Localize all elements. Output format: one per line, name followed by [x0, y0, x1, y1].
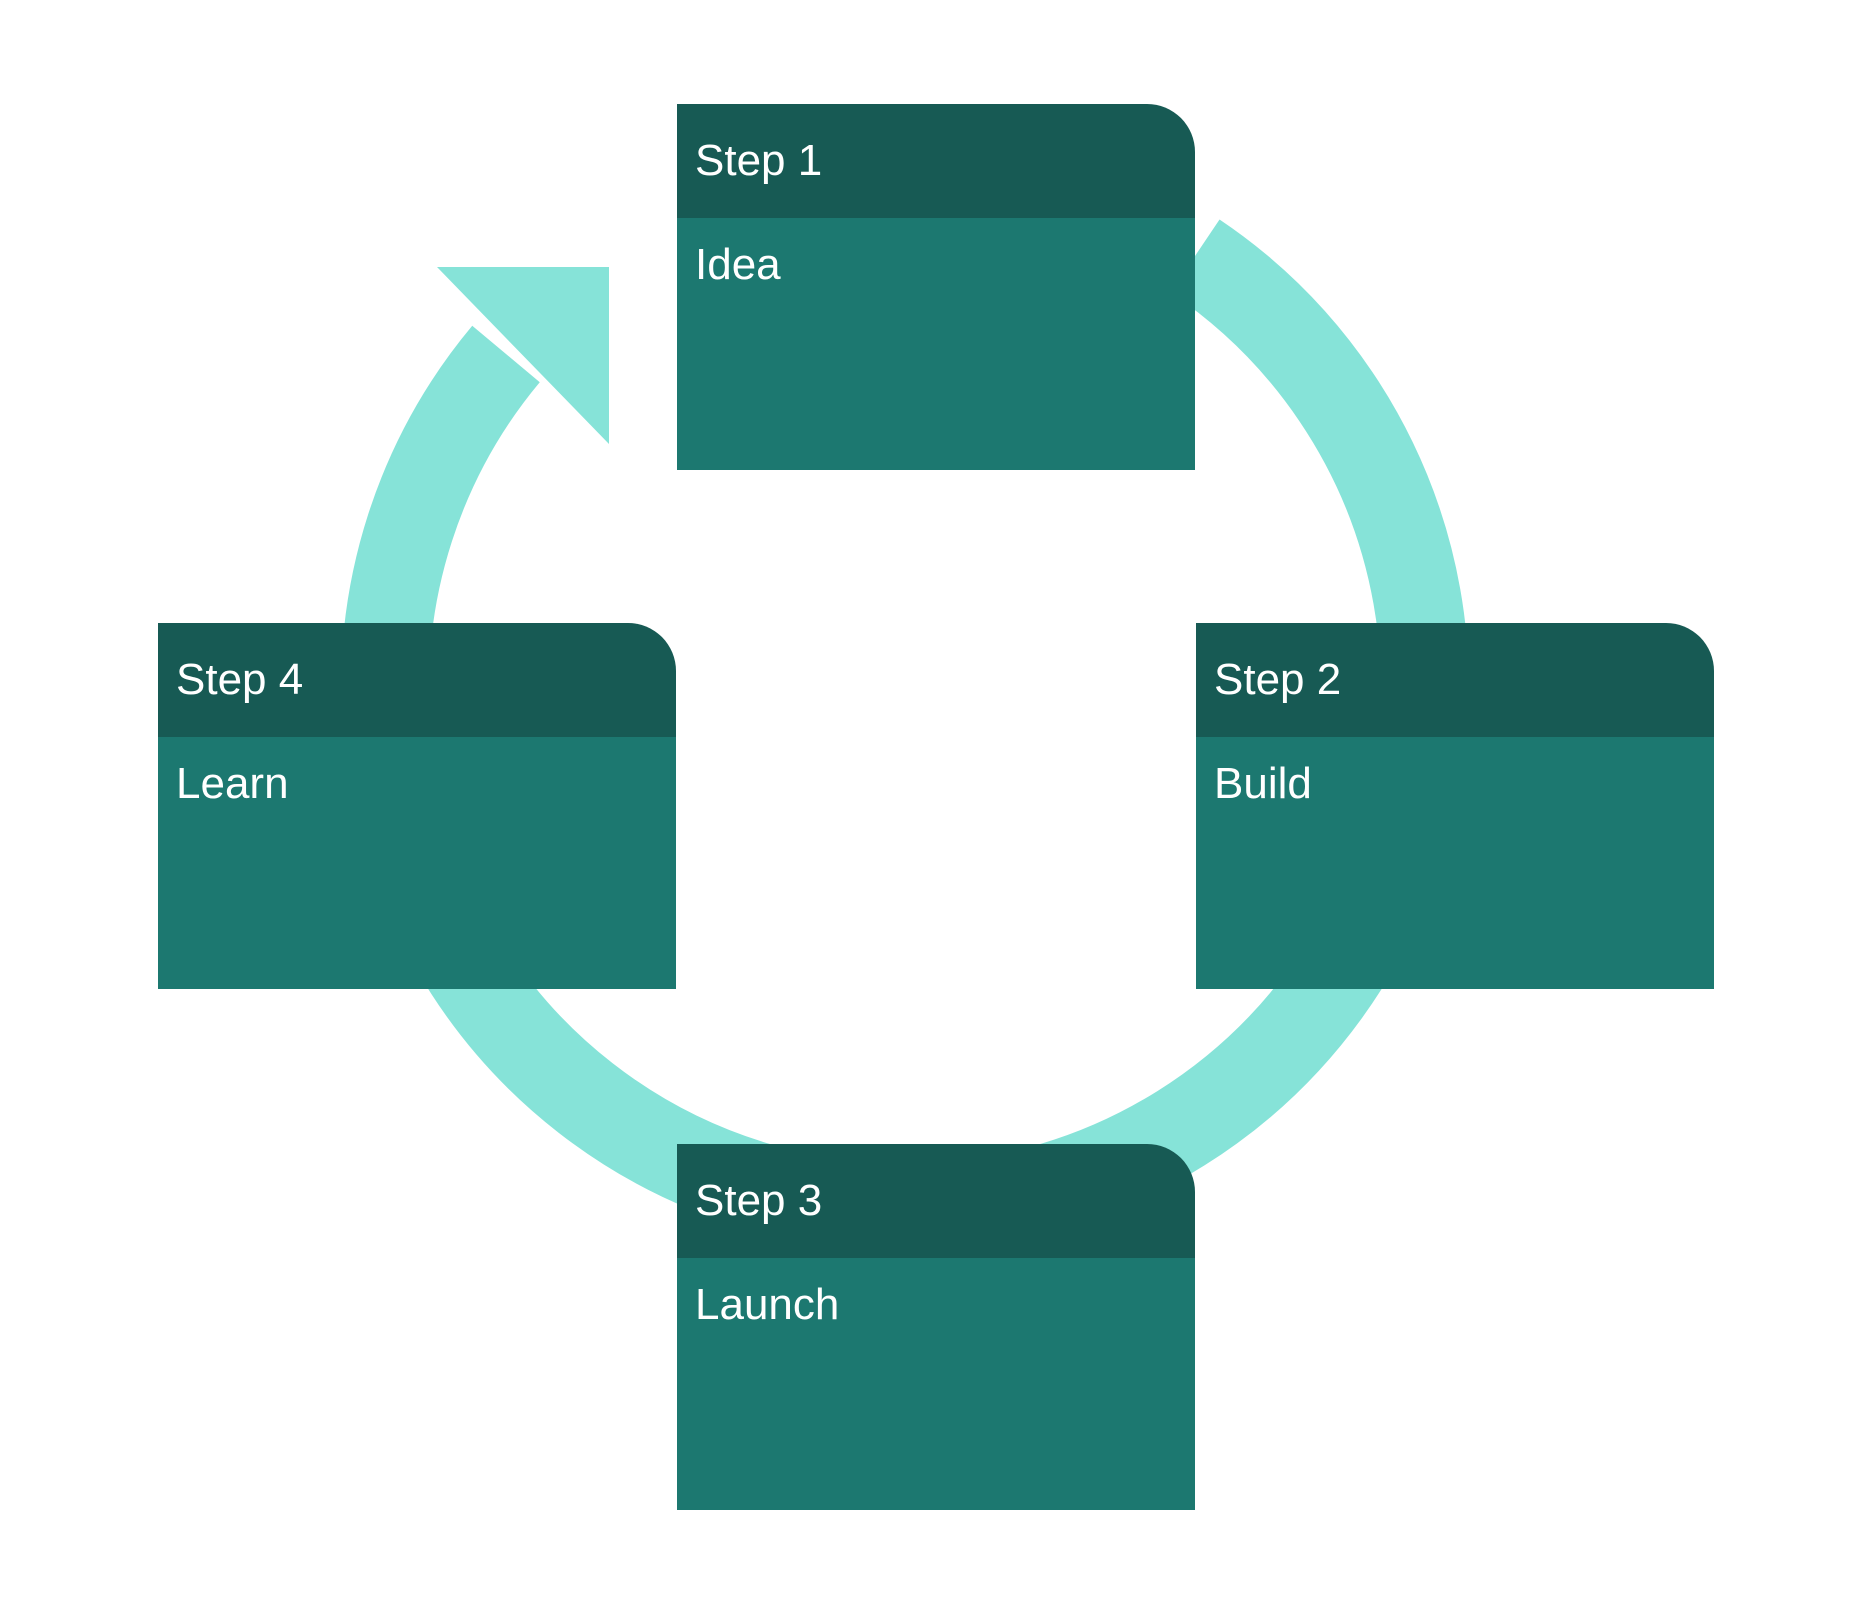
step-card-3: Step 3 Launch	[677, 1144, 1195, 1510]
step-3-label: Launch	[677, 1258, 1195, 1510]
step-3-title: Step 3	[677, 1144, 1195, 1258]
step-4-label: Learn	[158, 737, 676, 989]
step-card-4: Step 4 Learn	[158, 623, 676, 989]
cycle-arrow-head	[437, 267, 609, 444]
step-2-title: Step 2	[1196, 623, 1714, 737]
step-card-1: Step 1 Idea	[677, 104, 1195, 470]
step-1-title: Step 1	[677, 104, 1195, 218]
step-4-title: Step 4	[158, 623, 676, 737]
step-2-label: Build	[1196, 737, 1714, 989]
step-card-2: Step 2 Build	[1196, 623, 1714, 989]
step-1-label: Idea	[677, 218, 1195, 470]
